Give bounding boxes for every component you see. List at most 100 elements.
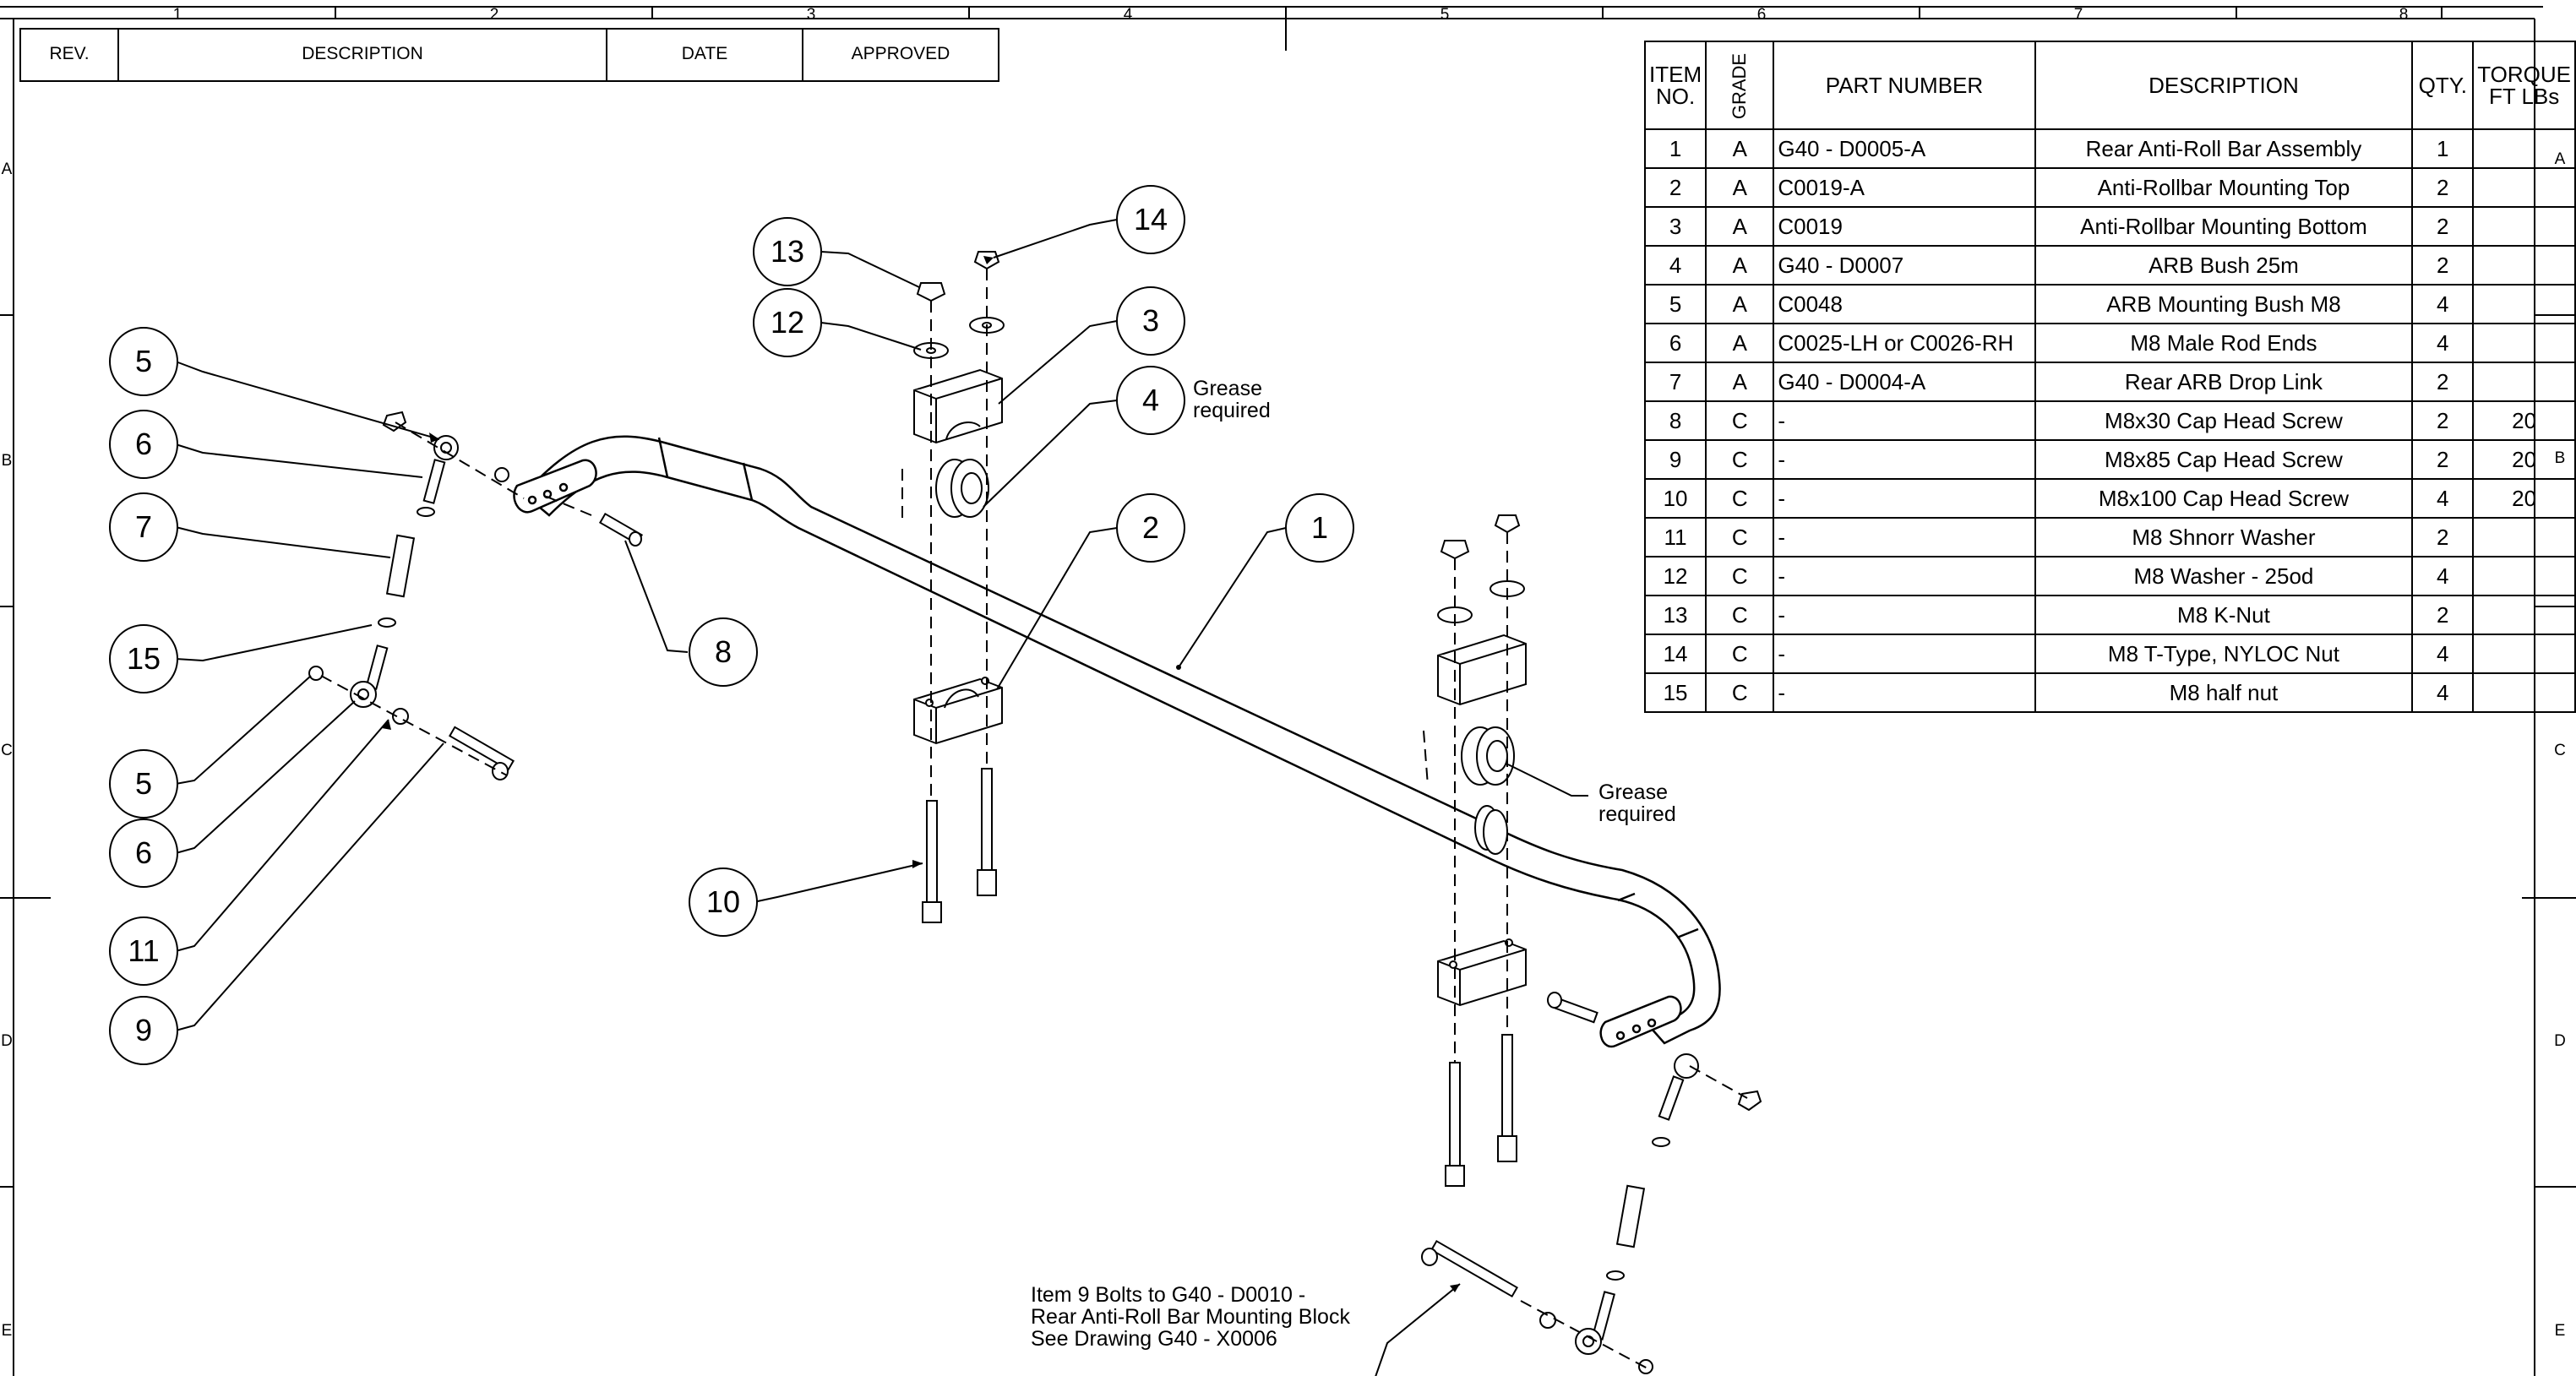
bom-cell-torque <box>2472 245 2576 286</box>
bom-cell-qty: 4 <box>2411 478 2475 519</box>
bom-cell-description: Anti-Rollbar Mounting Bottom <box>2034 206 2414 247</box>
bom-cell-grade: A <box>1705 167 1775 208</box>
bom-cell-qty: 2 <box>2411 517 2475 557</box>
bom-cell-item: 10 <box>1643 478 1707 519</box>
balloon-6a <box>109 410 178 479</box>
rev-header-approved: APPROVED <box>851 44 950 63</box>
bom-cell-grade: A <box>1705 245 1775 286</box>
bom-cell-description: Anti-Rollbar Mounting Top <box>2034 167 2414 208</box>
bom-cell-item: 9 <box>1643 439 1707 480</box>
bom-cell-qty: 4 <box>2411 556 2475 596</box>
bom-cell-torque <box>2472 672 2576 713</box>
balloon-number: 15 <box>126 641 161 676</box>
zone-row-b-left: B <box>1 452 13 470</box>
zone-row-a-left: A <box>1 160 13 178</box>
zone-col-7: 7 <box>2073 6 2083 24</box>
bom-cell-part-number: - <box>1773 672 2036 713</box>
balloon-number: 5 <box>134 766 153 801</box>
bom-cell-item: 14 <box>1643 634 1707 674</box>
balloon-number: 6 <box>134 427 153 461</box>
bom-cell-description: M8 Male Rod Ends <box>2034 323 2414 363</box>
bom-cell-torque <box>2472 595 2576 635</box>
balloon-number: 6 <box>134 835 153 870</box>
bom-cell-part-number: G40 - D0005-A <box>1773 128 2036 169</box>
bom-cell-description: M8 T-Type, NYLOC Nut <box>2034 634 2414 674</box>
zone-col-8: 8 <box>2399 6 2409 24</box>
bom-cell-part-number: - <box>1773 478 2036 519</box>
bom-cell-torque <box>2472 556 2576 596</box>
bom-cell-qty: 2 <box>2411 595 2475 635</box>
grease-note-lower: Grease required <box>1598 780 1676 826</box>
balloon-number: 14 <box>1133 202 1168 237</box>
balloon-number: 10 <box>705 884 741 919</box>
bom-cell-description: M8x100 Cap Head Screw <box>2034 478 2414 519</box>
right-mount-assembly <box>1437 514 1527 1187</box>
right-drop-link <box>1421 992 1762 1374</box>
bom-cell-item: 3 <box>1643 206 1707 247</box>
zone-col-2: 2 <box>489 6 499 24</box>
bom-cell-part-number: C0019-A <box>1773 167 2036 208</box>
bom-cell-grade: C <box>1705 517 1775 557</box>
bom-cell-description: M8 Shnorr Washer <box>2034 517 2414 557</box>
bom-cell-part-number: C0025-LH or C0026-RH <box>1773 323 2036 363</box>
left-drop-link <box>308 411 644 780</box>
bom-cell-description: M8 half nut <box>2034 672 2414 713</box>
bom-cell-part-number: - <box>1773 400 2036 441</box>
rev-header-date: DATE <box>681 44 728 63</box>
balloon-5a <box>109 327 178 396</box>
bom-cell-item: 11 <box>1643 517 1707 557</box>
bom-cell-qty: 2 <box>2411 439 2475 480</box>
bom-cell-grade: C <box>1705 439 1775 480</box>
balloon-12 <box>753 288 822 357</box>
bom-cell-grade: A <box>1705 323 1775 363</box>
bom-cell-description: M8 K-Nut <box>2034 595 2414 635</box>
bom-cell-torque <box>2472 284 2576 324</box>
balloon-number: 4 <box>1141 383 1160 417</box>
bom-cell-description: Rear Anti-Roll Bar Assembly <box>2034 128 2414 169</box>
balloon-number: 9 <box>134 1013 153 1047</box>
bom-cell-part-number: G40 - D0004-A <box>1773 362 2036 402</box>
bom-cell-part-number: G40 - D0007 <box>1773 245 2036 286</box>
balloon-8 <box>689 617 758 687</box>
bom-cell-item: 4 <box>1643 245 1707 286</box>
bom-cell-torque <box>2472 167 2576 208</box>
bom-cell-torque <box>2472 323 2576 363</box>
balloon-2 <box>1116 493 1185 563</box>
bom-header-grade-label: GRADE <box>1729 52 1751 120</box>
balloon-number: 2 <box>1141 510 1160 545</box>
bom-cell-grade: A <box>1705 284 1775 324</box>
balloon-3 <box>1116 286 1185 356</box>
bom-cell-item: 15 <box>1643 672 1707 713</box>
bom-cell-grade: A <box>1705 128 1775 169</box>
bom-cell-grade: A <box>1705 362 1775 402</box>
bom-cell-grade: C <box>1705 672 1775 713</box>
bom-cell-qty: 2 <box>2411 167 2475 208</box>
left-mount-assembly <box>913 251 1005 923</box>
zone-col-3: 3 <box>806 6 816 24</box>
bom-cell-part-number: - <box>1773 517 2036 557</box>
rev-header-rev: REV. <box>49 44 90 63</box>
balloon-number: 3 <box>1141 303 1160 338</box>
bom-cell-part-number: C0019 <box>1773 206 2036 247</box>
zone-row-d-right: D <box>2554 1032 2566 1050</box>
bom-cell-part-number: - <box>1773 556 2036 596</box>
bom-cell-qty: 1 <box>2411 128 2475 169</box>
balloon-number: 11 <box>128 933 160 968</box>
balloon-11 <box>109 916 178 986</box>
bom-cell-qty: 2 <box>2411 400 2475 441</box>
balloon-6b <box>109 819 178 888</box>
bom-cell-description: M8x30 Cap Head Screw <box>2034 400 2414 441</box>
bom-cell-description: M8x85 Cap Head Screw <box>2034 439 2414 480</box>
bom-cell-torque <box>2472 517 2576 557</box>
bom-cell-torque: 20 <box>2472 478 2576 519</box>
bom-cell-item: 5 <box>1643 284 1707 324</box>
rev-header-description: DESCRIPTION <box>302 44 423 63</box>
bom-cell-qty: 4 <box>2411 634 2475 674</box>
anti-roll-bar <box>513 435 1721 1048</box>
